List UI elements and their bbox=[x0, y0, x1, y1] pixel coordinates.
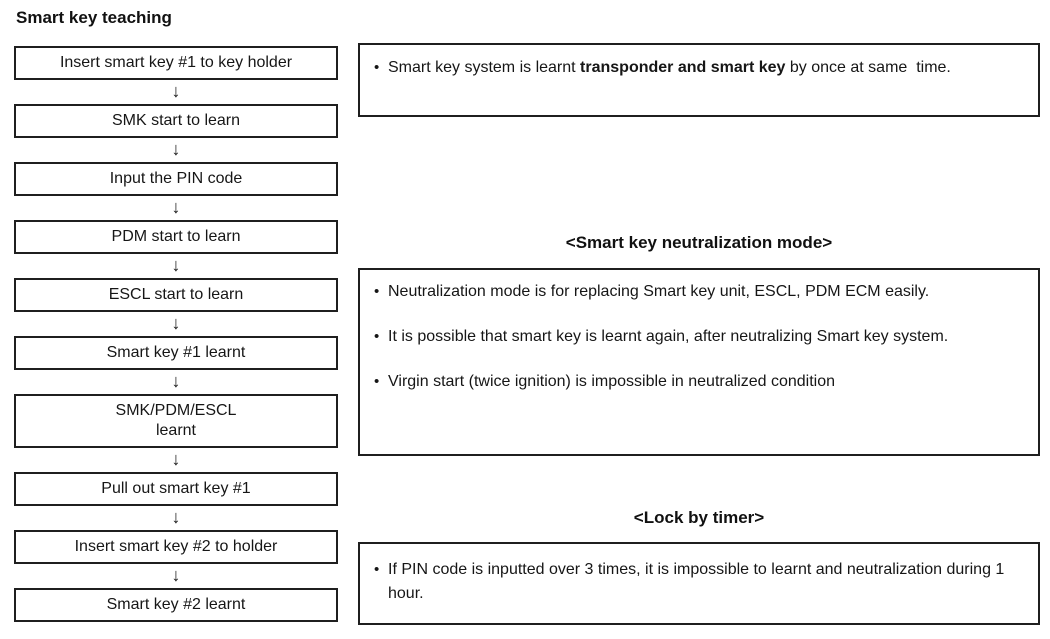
flow-step-escl-start: ESCL start to learn bbox=[14, 278, 338, 312]
bullet-text: Smart key system is learnt transponder a… bbox=[388, 56, 951, 80]
flow-step-smk-start: SMK start to learn bbox=[14, 104, 338, 138]
flowchart: Insert smart key #1 to key holder ↓ SMK … bbox=[14, 46, 338, 622]
bullet-text-bold: transponder and smart key bbox=[580, 59, 786, 76]
flow-step-label: PDM start to learn bbox=[111, 227, 241, 245]
flow-step-insert-key-2: Insert smart key #2 to holder bbox=[14, 530, 338, 564]
section-heading-neutralization-mode: <Smart key neutralization mode> bbox=[565, 233, 833, 252]
down-arrow-icon: ↓ bbox=[171, 81, 181, 101]
flow-step-label: Smart key #2 learnt bbox=[106, 595, 246, 613]
bullet-text-pre: Smart key system is learnt bbox=[388, 59, 581, 76]
flow-step-input-pin: Input the PIN code bbox=[14, 162, 338, 196]
note-box-lock-by-timer: • If PIN code is inputted over 3 times, … bbox=[358, 542, 1040, 625]
down-arrow-icon: ↓ bbox=[171, 197, 181, 217]
note-box-smart-key-learning: • Smart key system is learnt transponder… bbox=[358, 43, 1040, 117]
flow-step-insert-key-1: Insert smart key #1 to key holder bbox=[14, 46, 338, 80]
flow-step-label: Insert smart key #1 to key holder bbox=[59, 53, 293, 71]
flow-step-label: SMK/PDM/ESCL learnt bbox=[115, 401, 237, 439]
down-arrow-icon: ↓ bbox=[171, 255, 181, 275]
bullet-icon: • bbox=[374, 59, 380, 76]
down-arrow-icon: ↓ bbox=[171, 371, 181, 391]
flow-step-label: SMK start to learn bbox=[111, 111, 241, 129]
bullet-text: It is possible that smart key is learnt … bbox=[388, 325, 948, 349]
flow-step-key-1-learnt: Smart key #1 learnt bbox=[14, 336, 338, 370]
flow-step-label: Input the PIN code bbox=[109, 169, 243, 187]
flow-step-smk-pdm-escl-learnt: SMK/PDM/ESCL learnt bbox=[14, 394, 338, 448]
down-arrow-icon: ↓ bbox=[171, 449, 181, 469]
flow-step-key-2-learnt: Smart key #2 learnt bbox=[14, 588, 338, 622]
bullet-icon: • bbox=[374, 373, 380, 390]
bullet-text-post: by once at same time. bbox=[785, 59, 951, 76]
down-arrow-icon: ↓ bbox=[171, 139, 181, 159]
bullet-text: Virgin start (twice ignition) is impossi… bbox=[388, 370, 835, 394]
flow-step-label: Smart key #1 learnt bbox=[106, 343, 246, 361]
bullet-text-pre: Virgin start (twice ignition) is impossi… bbox=[388, 373, 836, 390]
bullet-item: • It is possible that smart key is learn… bbox=[374, 325, 1024, 349]
flow-step-label: ESCL start to learn bbox=[108, 285, 244, 303]
page-title: Smart key teaching bbox=[16, 8, 172, 27]
down-arrow-icon: ↓ bbox=[171, 565, 181, 585]
flow-step-pdm-start: PDM start to learn bbox=[14, 220, 338, 254]
bullet-item: • Smart key system is learnt transponder… bbox=[374, 56, 1024, 80]
bullet-text-pre: If PIN code is inputted over 3 times, it… bbox=[388, 561, 1009, 602]
section-heading-lock-by-timer: <Lock by timer> bbox=[633, 508, 765, 527]
bullet-item: • If PIN code is inputted over 3 times, … bbox=[374, 558, 1024, 606]
flow-step-label: Insert smart key #2 to holder bbox=[74, 537, 278, 555]
bullet-item: • Neutralization mode is for replacing S… bbox=[374, 280, 1024, 304]
down-arrow-icon: ↓ bbox=[171, 507, 181, 527]
flow-step-pull-out-key-1: Pull out smart key #1 bbox=[14, 472, 338, 506]
down-arrow-icon: ↓ bbox=[171, 313, 181, 333]
bullet-text-pre: It is possible that smart key is learnt … bbox=[388, 328, 949, 345]
flow-step-label: Pull out smart key #1 bbox=[101, 479, 251, 497]
bullet-icon: • bbox=[374, 561, 380, 578]
bullet-text: If PIN code is inputted over 3 times, it… bbox=[388, 558, 1024, 606]
bullet-icon: • bbox=[374, 283, 380, 300]
bullet-text-pre: Neutralization mode is for replacing Sma… bbox=[388, 283, 930, 300]
bullet-icon: • bbox=[374, 328, 380, 345]
note-box-neutralization-mode: • Neutralization mode is for replacing S… bbox=[358, 268, 1040, 456]
bullet-item: • Virgin start (twice ignition) is impos… bbox=[374, 370, 1024, 394]
bullet-text: Neutralization mode is for replacing Sma… bbox=[388, 280, 929, 304]
